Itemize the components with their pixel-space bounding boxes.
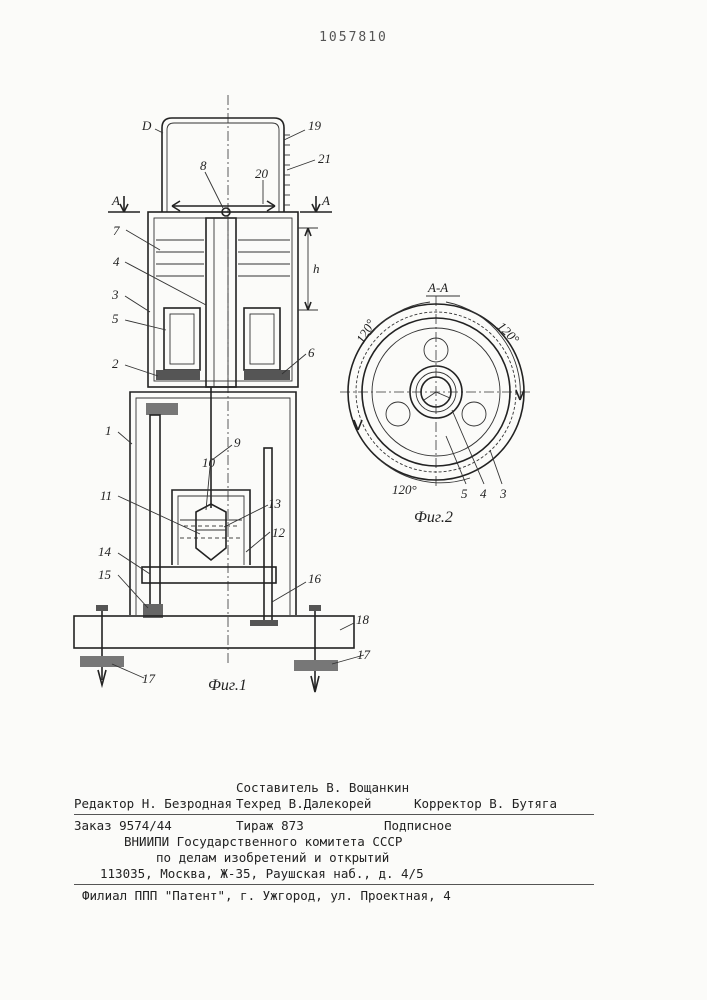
label-17-right: 17 — [357, 647, 371, 662]
coil-right — [462, 402, 486, 426]
label-9: 9 — [234, 435, 241, 450]
label-12: 12 — [272, 525, 286, 540]
label-16: 16 — [308, 571, 322, 586]
label-18: 18 — [356, 612, 370, 627]
label-section-a-right: A — [321, 193, 330, 208]
label-120-bottom: 120° — [392, 482, 417, 497]
compiler-line: Составитель В. Вощанкин — [236, 780, 409, 795]
coil-left — [386, 402, 410, 426]
figure-1: D 19 21 8 20 A A 7 4 h 3 5 2 6 1 9 10 11… — [74, 95, 371, 694]
subscription-line: Подписное — [384, 818, 452, 833]
label-2: 2 — [112, 356, 119, 371]
label-7: 7 — [113, 223, 120, 238]
techred-line: Техред В.Далекорей — [236, 796, 371, 811]
table-plate — [142, 567, 276, 583]
float-10 — [196, 504, 226, 560]
label-3-fig2: 3 — [499, 486, 507, 501]
address-line: 113035, Москва, Ж-35, Раушская наб., д. … — [100, 866, 424, 881]
label-h: h — [313, 261, 320, 276]
central-tube-4 — [206, 218, 236, 387]
figure-2: A-A 120° 120° — [340, 280, 532, 526]
label-section-a-left: A — [111, 193, 120, 208]
circulation-line: Тираж 873 — [236, 818, 304, 833]
vessel-inner — [154, 218, 292, 381]
label-17-left: 17 — [142, 671, 156, 686]
label-4: 4 — [113, 254, 120, 269]
foot-17-left — [80, 605, 124, 685]
label-15: 15 — [98, 567, 112, 582]
label-5: 5 — [112, 311, 119, 326]
label-20: 20 — [255, 166, 269, 181]
colophon-rule-1 — [74, 814, 594, 815]
label-5-fig2: 5 — [461, 486, 468, 501]
base-18 — [74, 616, 354, 648]
label-6: 6 — [308, 345, 315, 360]
label-120-right: 120° — [494, 319, 522, 347]
affairs-line: по делам изобретений и открытий — [156, 850, 389, 865]
vessel-housing — [148, 212, 298, 387]
label-1: 1 — [105, 423, 112, 438]
institute-line: ВНИИПИ Государственного комитета СССР — [124, 834, 402, 849]
label-4-fig2: 4 — [480, 486, 487, 501]
corrector-line: Корректор В. Бутяга — [414, 796, 557, 811]
label-19: 19 — [308, 118, 322, 133]
label-13: 13 — [268, 496, 282, 511]
coil-5-right — [244, 308, 280, 370]
figure-1-caption: Фиг.1 — [208, 677, 247, 694]
liquid-7 — [156, 240, 290, 276]
label-10: 10 — [202, 455, 216, 470]
cap-19 — [162, 118, 284, 212]
label-21: 21 — [318, 151, 331, 166]
plate-6 — [244, 370, 290, 380]
label-d: D — [141, 118, 152, 133]
label-11: 11 — [100, 488, 112, 503]
coil-5-left — [164, 308, 200, 370]
colophon-rule-2 — [74, 884, 594, 885]
technical-drawing: D 19 21 8 20 A A 7 4 h 3 5 2 6 1 9 10 11… — [0, 0, 707, 760]
label-14: 14 — [98, 544, 112, 559]
knob-14 — [146, 403, 178, 415]
editor-line: Редактор Н. Безродная — [74, 796, 232, 811]
label-3: 3 — [111, 287, 119, 302]
order-line: Заказ 9574/44 — [74, 818, 172, 833]
figure-2-caption: Фиг.2 — [414, 509, 453, 526]
section-title: A-A — [427, 280, 448, 295]
branch-line: Филиал ППП "Патент", г. Ужгород, ул. Про… — [82, 888, 451, 903]
plate-2 — [156, 370, 200, 380]
label-8: 8 — [200, 158, 207, 173]
